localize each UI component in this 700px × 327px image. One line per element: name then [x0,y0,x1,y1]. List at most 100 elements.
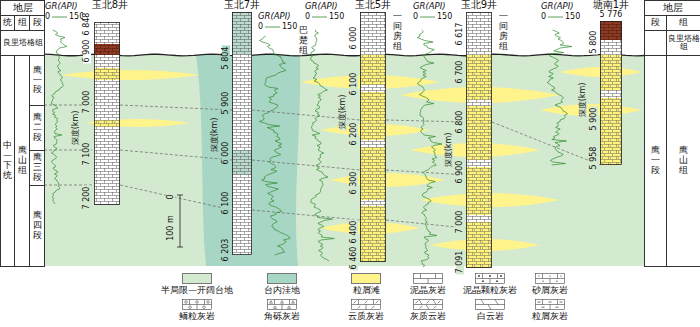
lithology-interval [94,55,120,68]
shoal-wedge [60,70,200,80]
legend-text: 砂屑灰岩 [532,286,568,296]
lithology-interval [466,12,492,55]
symbol-frame [536,274,565,284]
lithology-symbol [182,299,212,310]
symbol-dolomite-mark [376,301,379,304]
lithology-interval [466,167,492,215]
well-name: 塘南1井 [593,0,629,10]
well-name: 玉北5井 [355,0,391,10]
gr-axis-max: 150 [437,13,452,21]
gr-scale-line [52,17,67,18]
legend-item: 泥晶颗粒灰岩 [463,273,517,296]
correlation-line [120,185,232,210]
depth-value: 5 958 [590,146,598,171]
legend-item: 粒屑滩 [351,273,381,296]
depth-value: 6 700 [456,60,464,85]
depth-value: 6 100 [222,191,230,216]
depth-value: 7 000 [456,210,464,235]
gr-axis-title: GR(API) [45,2,78,11]
legend-text: 泥晶灰岩 [410,286,446,296]
strata-cell: 鹰四段 [29,185,45,267]
symbol-dolomite-mark [372,306,375,309]
depth-value: 7 000 [83,90,91,115]
lithology-interval [466,55,492,100]
lithology-interval [600,21,622,40]
formation-name: 巴楚组 [299,26,308,56]
lithology-interval [600,40,622,55]
symbol-oolite [203,306,206,309]
depth-value: 7 100 [83,142,91,167]
strata-name: 鹰山组 [679,146,688,176]
legend-text: 半局限—开阔台地 [161,286,233,296]
depth-value: 7 091 [456,250,464,275]
symbol-bricks [183,300,212,310]
gr-axis-title: GR(API) [541,2,574,11]
legend-swatch [351,273,381,284]
strata-cell: 组 [666,15,700,31]
strata-name: 地层 [663,3,683,13]
symbol-grain [496,280,498,282]
well-column-outline [601,22,622,165]
well-name: 玉北9井 [461,0,497,10]
symbol-grain [500,275,502,277]
symbol-bricks [476,274,505,284]
lithology-interval [360,206,386,262]
lithology-interval [94,44,120,55]
lithology-symbol [267,299,297,310]
strata-cell: 地层 [0,0,45,16]
lithology-interval [94,80,120,120]
lithology-interval [232,55,252,150]
lithology-interval [466,222,492,268]
symbol-dolomite-mark [427,301,430,304]
well-name: 玉北8井 [92,0,128,10]
strata-cell: 良里塔格组 [0,30,45,56]
depth-axis-title: 深度(km) [339,94,347,131]
legend-text: 泥晶颗粒灰岩 [463,286,517,296]
lithology-interval [600,55,622,90]
lithology-interval [360,12,386,55]
depth-value: 6 900 [456,160,464,185]
well-column-outline [233,13,252,255]
gr-scale-line [548,17,563,18]
depth-value: 6 460 [350,246,358,271]
gr-axis-min: 0 [258,23,263,31]
symbol-frame [183,300,212,310]
lithology-interval [600,90,622,98]
gr-axis-min: 0 [305,13,310,21]
legend-text: 角砾灰岩 [264,312,300,322]
lithology-interval [360,85,386,92]
strata-name: 段 [651,18,660,28]
strata-cell: 鹰一段 [29,55,45,106]
lithology-interval [466,100,492,106]
depth-value: 6 203 [222,238,230,263]
depth-value: 7 200 [83,186,91,211]
strata-cell: 鹰二段 [29,105,45,151]
symbol-breccia [281,301,284,304]
lithology-interval [94,22,120,44]
symbol-bricks [352,300,381,310]
correlation-line [492,122,600,165]
symbol-grain [542,281,543,282]
symbol-grain-dash [556,307,559,308]
gr-curve [417,30,442,267]
correlation-line [252,210,360,220]
depth-value: 6 400 [350,220,358,245]
well-column-outline [361,13,386,262]
symbol-breccia [288,306,291,309]
lithology-symbol [535,273,565,284]
empty-table-cell [645,31,667,56]
lithology-interval [232,12,252,55]
strata-cell: 良里塔格组 [666,30,700,56]
depth-value: 6 000 [350,26,358,51]
depth-value: 5 800 [590,30,598,55]
symbol-dolomite-mark [354,301,357,304]
gr-scale-line [265,27,280,28]
strata-name: 统 [3,18,12,28]
lithology-interval [94,68,120,80]
symbol-grain-dash [560,302,563,303]
symbol-dolomite-mark [420,306,423,309]
shoal-wedge [85,119,190,127]
legend-item: 粒屑灰岩 [532,299,568,322]
lithology-symbol [475,273,505,284]
